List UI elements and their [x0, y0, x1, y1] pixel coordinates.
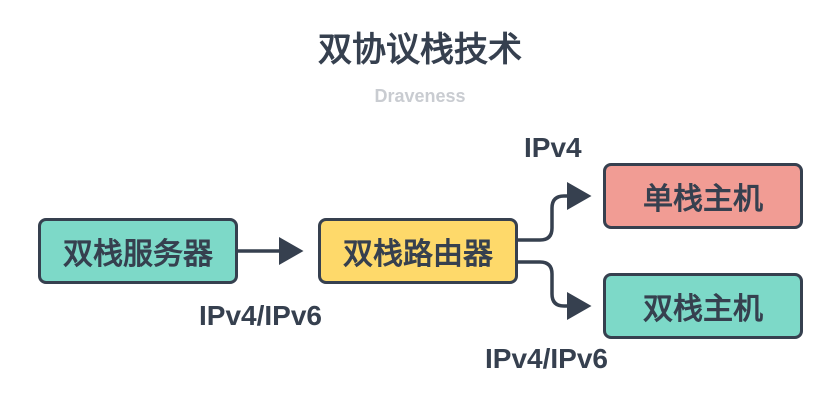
edge-label-server-router: IPv4/IPv6: [199, 300, 322, 331]
node-dual-stack-server: 双栈服务器: [38, 218, 238, 284]
node-dual-stack-host-label: 双栈主机: [643, 292, 763, 327]
edge-router-dual-host: [518, 260, 592, 320]
node-dual-stack-server-label: 双栈服务器: [63, 237, 213, 272]
diagram-title: 双协议栈技术: [318, 30, 522, 70]
node-dual-stack-router-label: 双栈路由器: [343, 237, 493, 272]
edge-router-single-host: [518, 182, 592, 242]
diagram-subtitle: Draveness: [374, 86, 466, 106]
node-single-stack-host-label: 单栈主机: [643, 182, 763, 217]
node-single-stack-host: 单栈主机: [603, 163, 803, 229]
edge-label-router-dual-host: IPv4/IPv6: [485, 343, 608, 374]
node-dual-stack-host: 双栈主机: [603, 273, 803, 339]
edge-label-router-single-host: IPv4: [524, 132, 582, 163]
node-dual-stack-router: 双栈路由器: [318, 218, 518, 284]
